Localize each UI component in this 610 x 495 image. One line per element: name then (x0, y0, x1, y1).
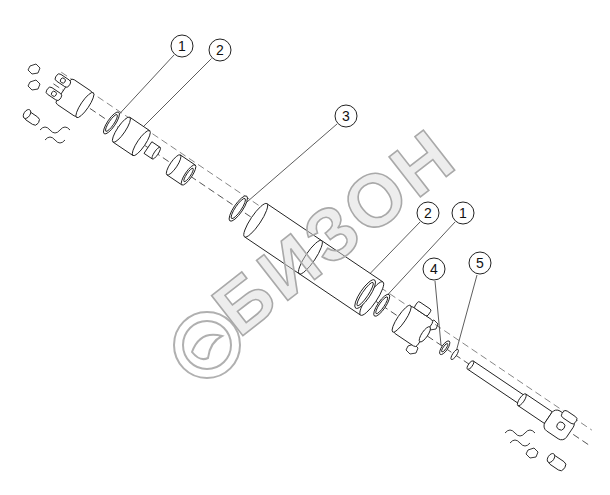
callout-circle: 3 (334, 104, 358, 128)
callout-number: 2 (216, 43, 224, 57)
callout-number: 3 (342, 109, 350, 123)
callout-circle: 4 (422, 257, 446, 281)
callout-circle: 1 (170, 34, 194, 58)
callout-number: 5 (476, 256, 484, 270)
callout-number: 1 (459, 206, 467, 220)
fasteners (22, 64, 568, 472)
callout-circle: 2 (208, 38, 232, 62)
callout-number: 1 (178, 39, 186, 53)
callout-circle: 1 (451, 201, 475, 225)
callout-number: 4 (430, 262, 438, 276)
leader-lines (112, 55, 477, 352)
callout-circle: 5 (468, 251, 492, 275)
